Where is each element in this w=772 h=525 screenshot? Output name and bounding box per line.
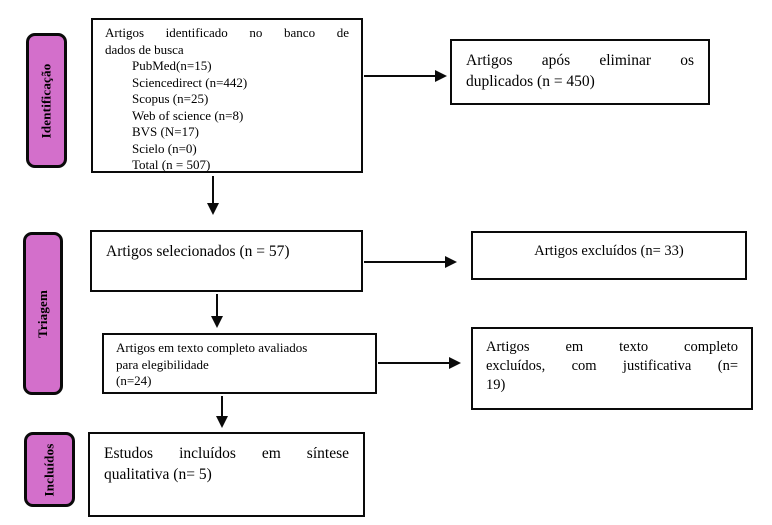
box-included-line1: Estudos incluídos em síntese (104, 445, 349, 462)
box-identified-item: BVS (N=17) (132, 124, 199, 139)
box-deduplicated-line1: Artigos após eliminar os (466, 52, 694, 69)
box-identified-item: Sciencedirect (n=442) (132, 74, 248, 90)
arrow-fulltext-to-included (216, 396, 228, 428)
box-fulltext-excluded: Artigos em texto completo excluídos, com… (471, 327, 753, 410)
box-fulltext-assessed-line2: para elegibilidade (116, 356, 209, 372)
box-identified-line2: dados de busca (105, 41, 184, 57)
box-identified-item: Scielo (n=0) (132, 140, 197, 156)
box-included-line2: qualitativa (n= 5) (104, 466, 212, 483)
box-fulltext-assessed: Artigos em texto completo avaliados para… (102, 333, 377, 394)
arrow-fulltext-to-excluded (378, 357, 461, 369)
box-identified-item: Total (n = 507) (132, 157, 211, 172)
box-excluded-text: Artigos excluídos (n= 33) (534, 243, 684, 259)
box-fulltext-assessed-line1: Artigos em texto completo avaliados (116, 340, 308, 355)
box-identified-item: Web of science (n=8) (132, 107, 244, 123)
stage-label-incluidos: Incluídos (24, 432, 75, 507)
arrow-identified-to-deduplicated (364, 70, 447, 82)
arrow-screened-to-fulltext (211, 294, 223, 328)
box-fulltext-assessed-line3: (n=24) (116, 373, 152, 388)
stage-label-identificacao: Identificação (26, 33, 67, 168)
box-fulltext-excluded-line2: excluídos, com justificativa (n= (486, 358, 738, 374)
box-included: Estudos incluídos em síntese qualitativa… (88, 432, 365, 517)
arrow-identified-to-screened (207, 176, 219, 215)
box-screened: Artigos selecionados (n = 57) (90, 230, 363, 292)
box-screened-text: Artigos selecionados (n = 57) (106, 243, 290, 260)
box-fulltext-excluded-line1: Artigos em texto completo (486, 339, 738, 355)
box-identified-item: Scopus (n=25) (132, 91, 209, 106)
stage-label-identificacao-text: Identificação (38, 63, 54, 138)
stage-label-triagem-text: Triagem (35, 289, 50, 338)
arrow-screened-to-excluded (364, 256, 457, 268)
box-identified-line1: Artigos identificado no banco de (105, 25, 349, 40)
box-identified: Artigos identificado no banco de dados d… (91, 18, 363, 173)
box-excluded: Artigos excluídos (n= 33) (471, 231, 747, 280)
box-identified-item: PubMed(n=15) (132, 58, 212, 73)
stage-label-triagem: Triagem (23, 232, 63, 395)
stage-label-incluidos-text: Incluídos (41, 442, 57, 497)
box-fulltext-excluded-line3: 19) (486, 377, 506, 393)
box-deduplicated: Artigos após eliminar os duplicados (n =… (450, 39, 710, 105)
box-deduplicated-line2: duplicados (n = 450) (466, 73, 595, 90)
